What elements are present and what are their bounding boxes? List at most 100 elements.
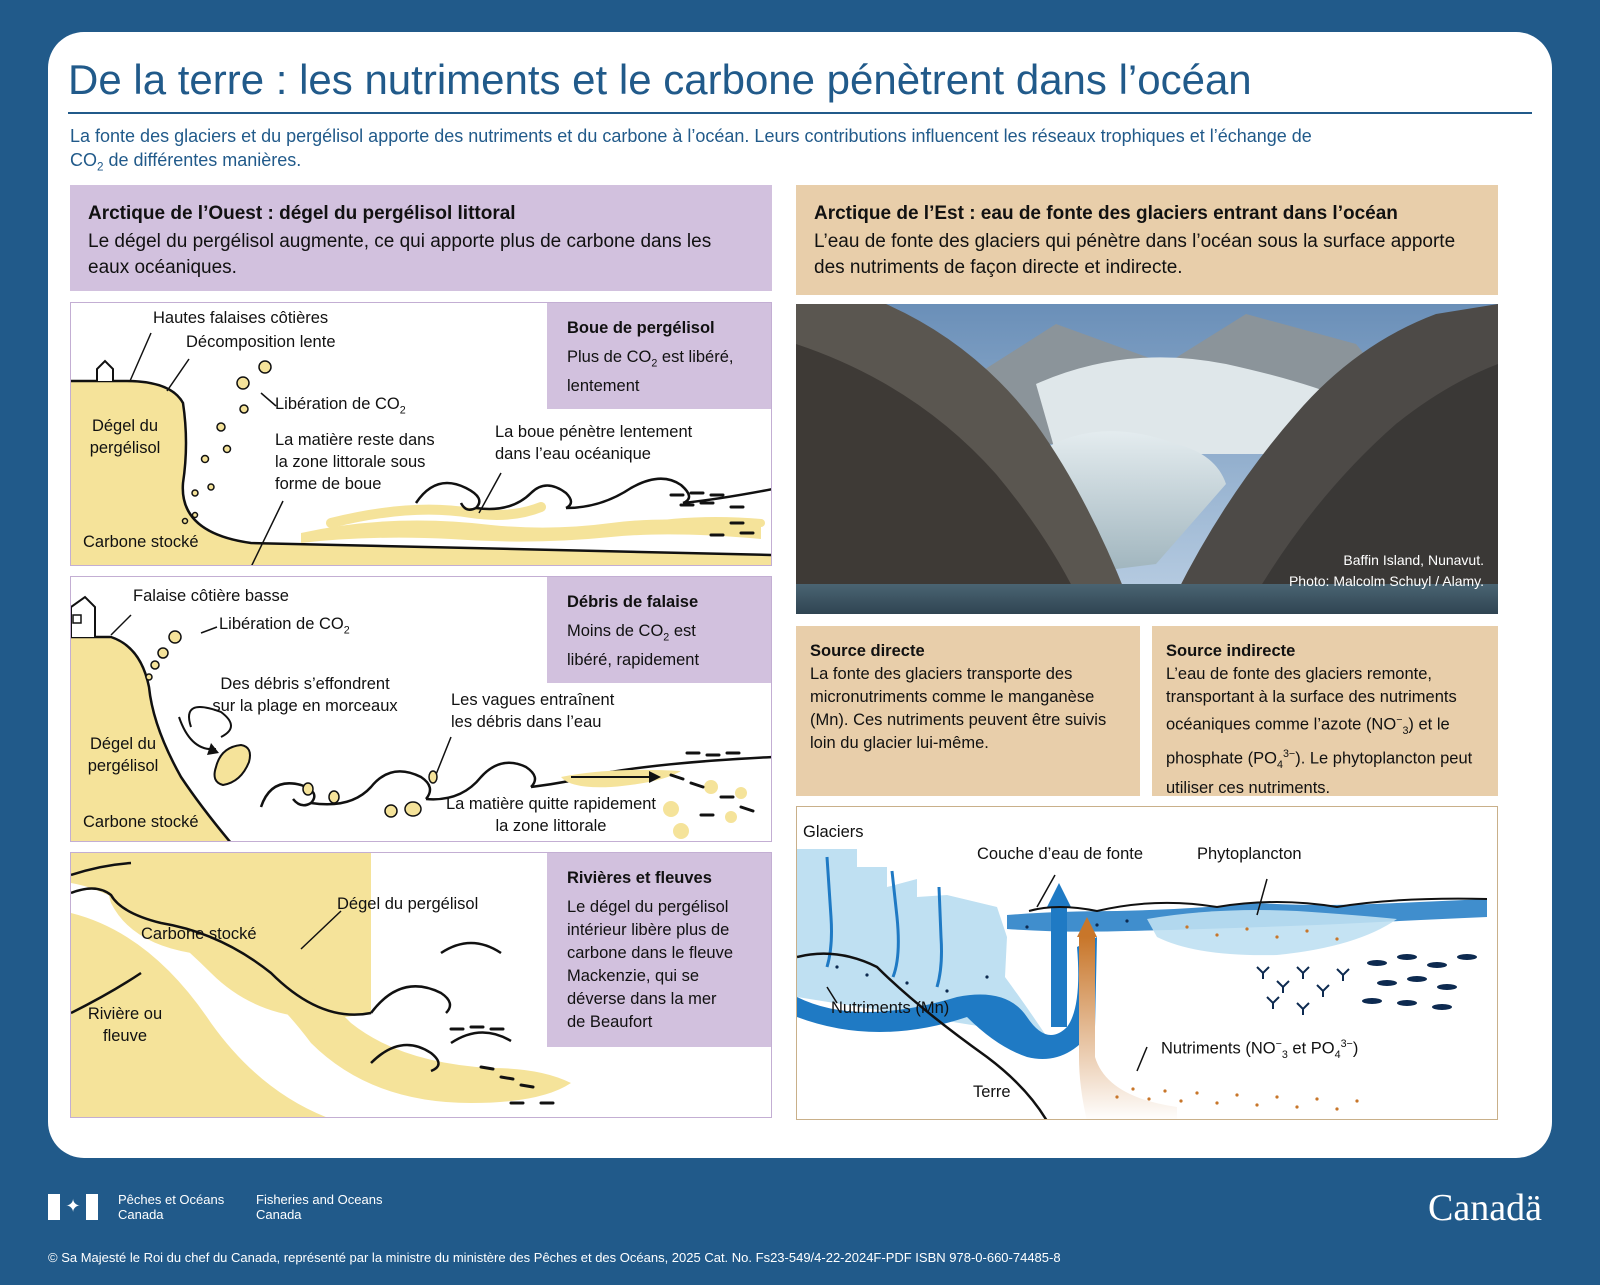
fish [1367,960,1387,966]
sea-surface-line [1028,897,1488,913]
note-sub: 2 [663,631,670,644]
bit [725,811,737,823]
copyright-line: © Sa Majesté le Roi du chef du Canada, r… [48,1250,1061,1265]
glacier-melt-channels [825,856,943,988]
debris-piece [404,801,422,817]
dot [1235,1093,1239,1097]
debris-arrow-head [207,743,219,755]
dot [1147,1097,1151,1101]
dfo-en-line2: Canada [256,1207,302,1222]
dot [945,989,949,993]
river-outline-lower [71,971,142,1015]
stays-line1: La matière reste dans [275,431,435,449]
label-mud-enters: La boue pénètre lentement dans l’eau océa… [495,421,692,465]
dot [1275,935,1279,939]
wave-line [259,755,771,808]
intro-line1: La fonte des glaciers et du pergélisol a… [70,126,1312,146]
thaw-line1: Dégel du [89,735,157,753]
co2-text: Libération de CO [219,615,344,633]
co2-leader [260,392,277,407]
dot [1355,1099,1359,1103]
seafloor-line [797,952,1048,1119]
intro-co2: CO [70,150,97,170]
river-line2: fleuve [102,1027,148,1045]
note-sub: 2 [651,357,658,370]
meltwater-leader [1036,874,1056,908]
west-heading: Arctique de l’Ouest : dégel du pergéliso… [88,203,516,224]
label-stored-carbon: Carbone stocké [83,533,199,551]
mud-line1: La boue pénètre lentement [495,423,693,441]
glacier-photo: Baffin Island, Nunavut. Photo: Malcolm S… [796,304,1498,614]
dot [1215,1101,1219,1105]
fish [1397,954,1417,960]
co2-text: Libération de CO [275,395,400,413]
indirect-source-box: Source indirecte L’eau de fonte des glac… [1152,626,1498,797]
rivers-illustration [71,853,571,1117]
plankton-dashes [669,491,755,537]
dot [1185,925,1189,929]
note-line: intérieur libère plus de [567,921,730,939]
dot [1315,1097,1319,1101]
note-line2: libéré, rapidement [567,651,700,670]
fish [1397,1000,1417,1006]
debris-piece [328,790,340,804]
photo-credit: Baffin Island, Nunavut. Photo: Malcolm S… [1289,550,1484,592]
waves-line2: les débris dans l’eau [451,713,602,731]
plankton-dashes [449,1025,555,1105]
co2-sub: 2 [399,404,406,417]
label-low-cliff: Falaise côtière basse [133,587,289,605]
note-line1: Moins de CO [567,622,664,640]
indirect-text-2: ) et le phosphate (PO [1166,715,1450,768]
nutrient-dots [1115,925,1359,1111]
canada-flag-icon: ✦ [48,1194,98,1220]
leaves-line2: la zone littorale [495,817,607,835]
note-line: carbone dans le fleuve [567,944,734,962]
fish [1377,980,1397,986]
debris-piece [428,770,438,784]
label-meltwater-layer: Couche d’eau de fonte [977,845,1144,863]
wave-lines [370,941,512,1073]
stays-leader [251,500,284,565]
wave-line [414,477,771,511]
house-icon [96,359,114,381]
dot [1335,1107,1339,1111]
river-line1: Rivière ou [87,1005,163,1023]
co2-bubbles [145,630,182,681]
bubble [236,376,250,390]
debris-piece [302,782,314,796]
stays-line2: la zone littorale sous [275,453,426,471]
dot [1295,1105,1299,1109]
photo-right-shadow [1256,364,1498,594]
east-text: L’eau de fonte des glaciers qui pénètre … [814,231,1456,278]
cliff-outline [71,379,771,557]
bubble [191,489,199,497]
indirect-text-3: ). Le phytoplancton peut utiliser ces nu… [1166,749,1473,797]
label-nutrients-mn: Nutriments (Mn) [831,999,950,1017]
label-glaciers: Glaciers [803,823,864,841]
intro-co2-sub: 2 [97,160,104,174]
mn-dots [835,919,1129,993]
bubble [239,404,249,414]
mud-line2: dans l’eau océanique [495,445,651,463]
indirect-sup-2: 3− [1282,747,1296,760]
river-plume [108,863,571,1103]
bit [673,823,689,839]
label-co2-release: Libération de CO2 [219,613,350,641]
co2-bubbles [181,360,272,525]
note-line1: Plus de CO [567,348,652,366]
fish [1362,998,1382,1004]
dash [669,773,685,781]
photo-left-shadow [796,344,1076,594]
label-river: Rivière ou fleuve [77,1003,173,1047]
fish [1457,954,1477,960]
glacier-photo-image [796,304,1498,614]
label-nutrients-np: Nutriments (NO−3 et PO43−) [1161,1033,1358,1066]
thaw-leader [300,910,342,950]
window-icon [72,614,82,624]
page-title: De la terre : les nutriments et le carbo… [68,56,1252,103]
debris-plume [561,769,681,788]
flag-center [60,1194,86,1220]
np-sup1: − [1275,1038,1282,1050]
